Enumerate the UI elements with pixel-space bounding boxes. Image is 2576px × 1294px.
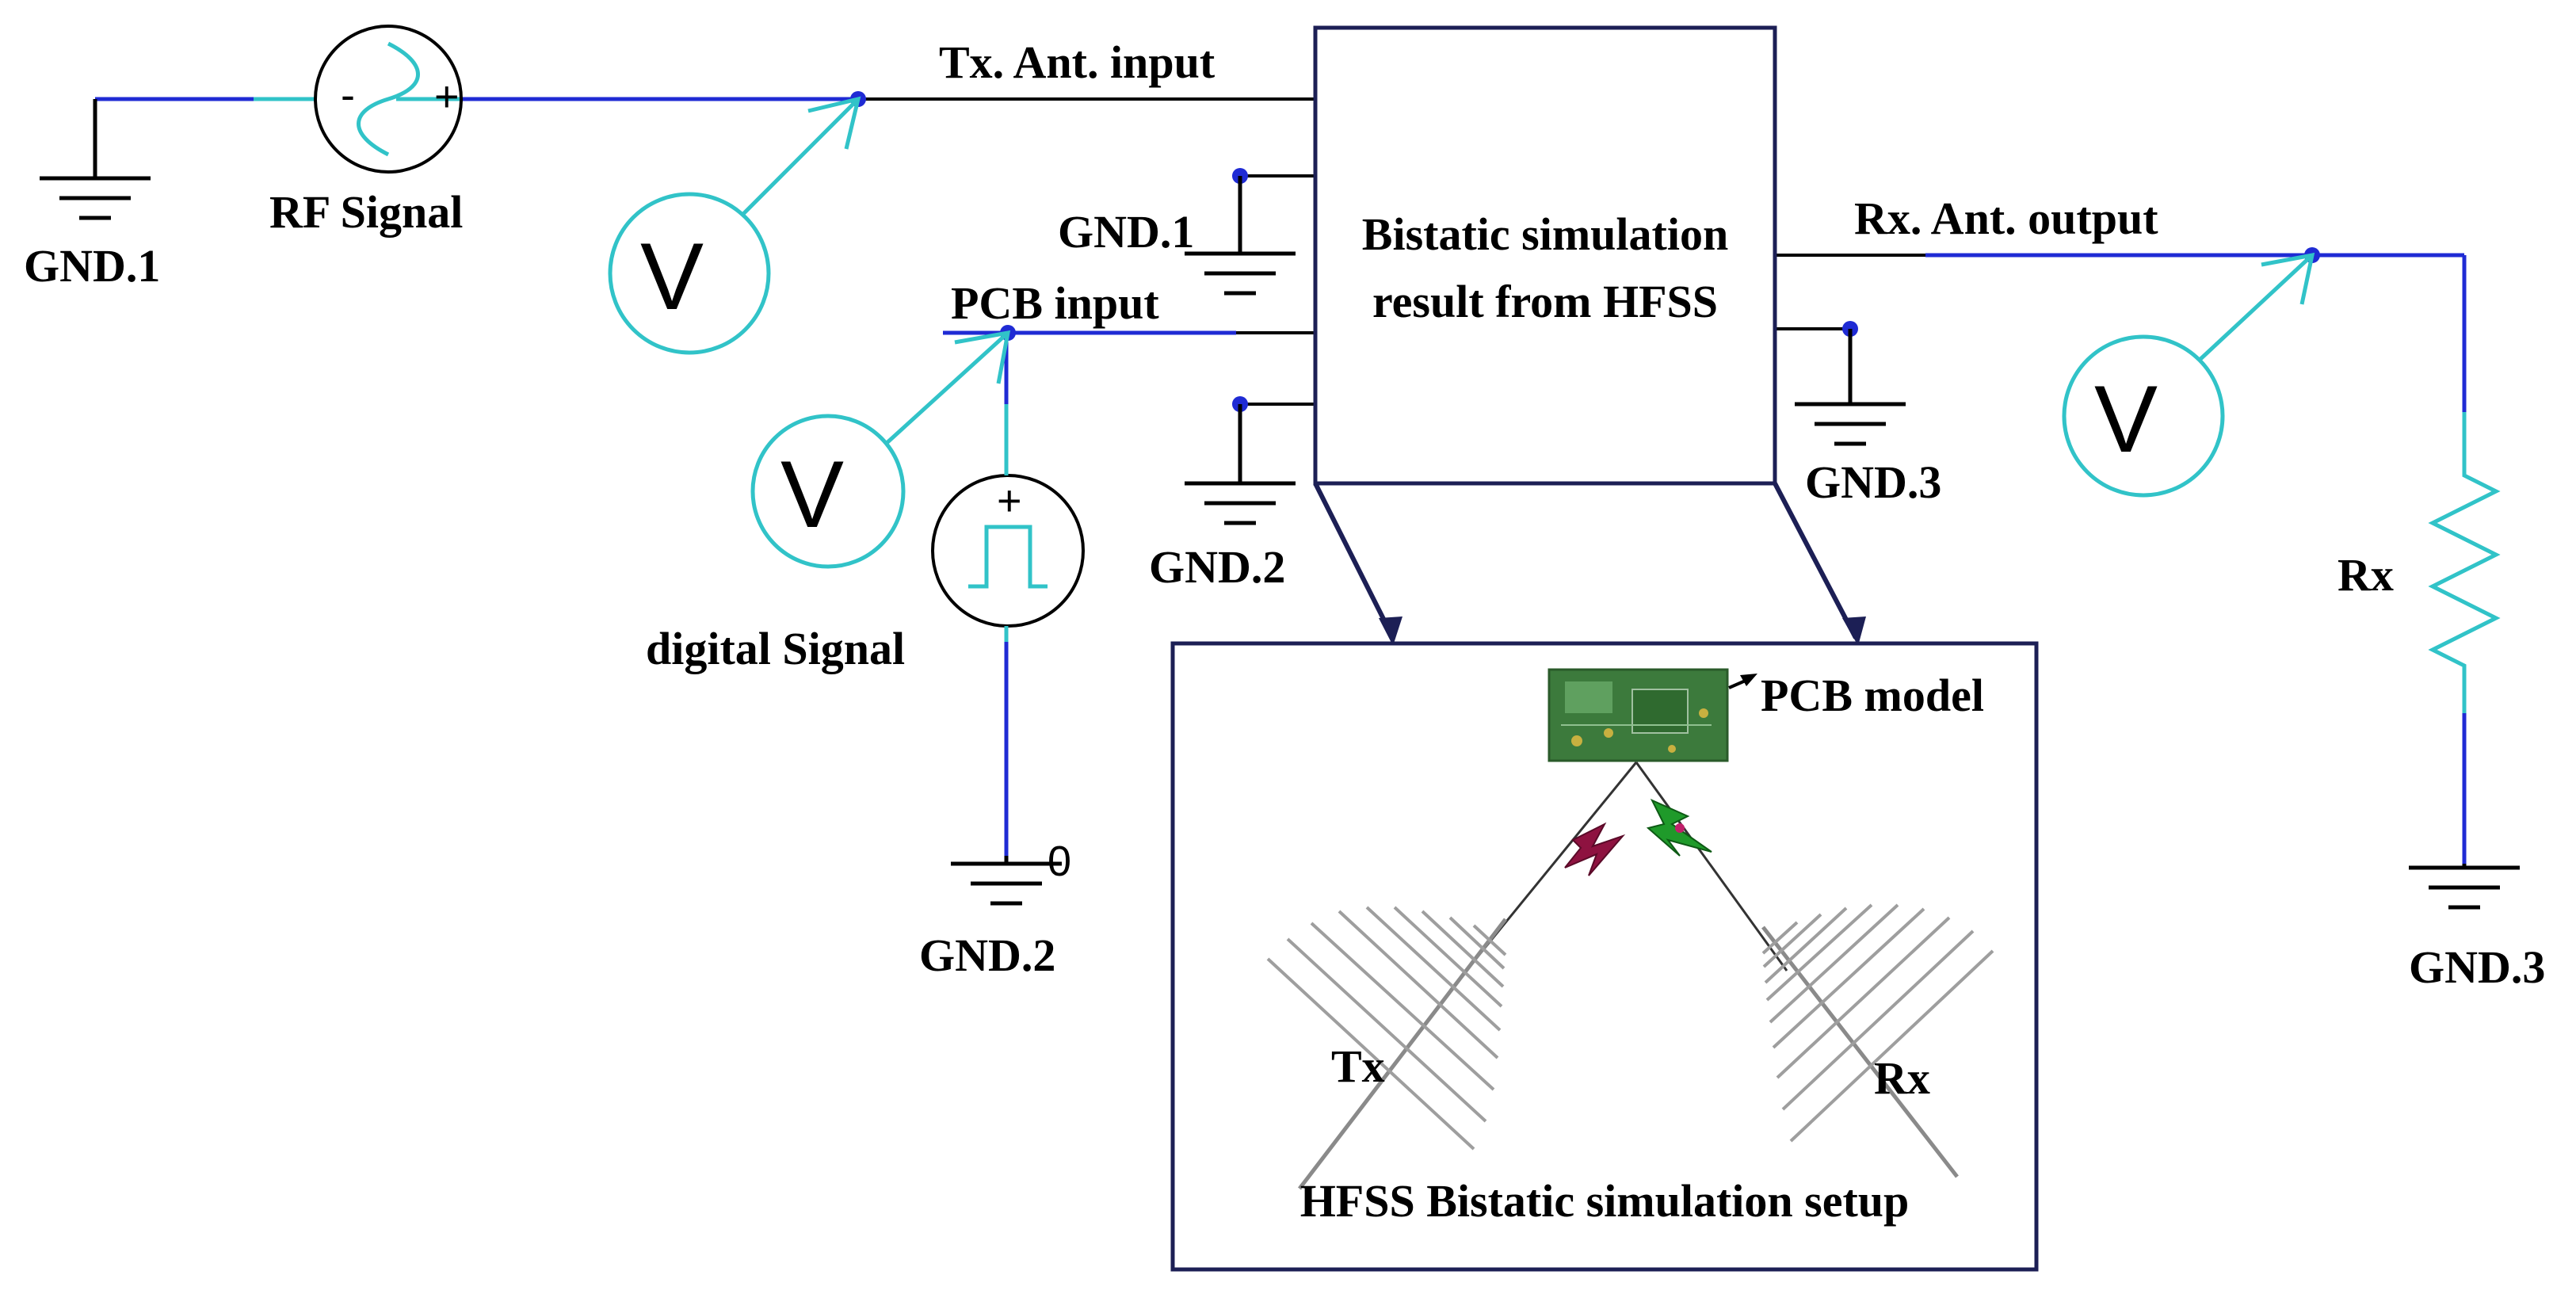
tx-ant-input-label: Tx. Ant. input	[939, 36, 1215, 88]
rx-antenna-label: Rx	[1874, 1052, 1930, 1104]
source-minus-sign: -	[341, 71, 355, 119]
zero-node-label: 0	[1048, 838, 1071, 885]
rx-ant-output-label: Rx. Ant. output	[1854, 193, 2158, 244]
rx-ray	[1635, 762, 1788, 971]
ground-icon	[951, 856, 1062, 906]
log-periodic-antenna-icon	[1266, 906, 1507, 1190]
pulse-plus-sign: +	[997, 477, 1022, 525]
tx-label: Tx	[1331, 1040, 1385, 1092]
bistatic-result-block: Bistatic simulation result from HFSS	[1313, 25, 1777, 486]
rx-resistor-label: Rx	[2337, 549, 2394, 601]
labels: Tx. Ant. input RF Signal GND.1 GND.1 PCB…	[24, 36, 2545, 993]
ground-icon	[2409, 864, 2520, 910]
pcb-input-label: PCB input	[951, 277, 1159, 329]
log-periodic-antenna-icon	[1761, 903, 1994, 1178]
resistor-icon	[2428, 412, 2501, 713]
gnd2-bottom-label: GND.2	[919, 929, 1055, 981]
voltmeter-probe-icon: V	[608, 96, 861, 355]
ground-icon	[40, 99, 151, 220]
gnd3-right-label: GND.3	[2409, 941, 2545, 993]
expansion-arrows	[1313, 482, 1866, 646]
voltmeter-probe-icon: V	[750, 330, 1011, 569]
tx-wave-marker	[1564, 822, 1626, 876]
ground-icon	[1795, 329, 1906, 446]
voltmeter-symbol: V	[640, 223, 704, 330]
pcb-board-icon	[1548, 668, 1729, 762]
rx-wave-marker	[1646, 798, 1712, 857]
digital-signal-label: digital Signal	[646, 623, 905, 674]
voltmeter-symbol: V	[780, 441, 844, 548]
setup-caption: HFSS Bistatic simulation setup	[1300, 1175, 1910, 1227]
block-title-line2: result from HFSS	[1372, 276, 1718, 327]
ground-icon	[1185, 404, 1296, 525]
gnd1-mid-label: GND.1	[1058, 206, 1194, 258]
source-plus-sign: +	[434, 73, 460, 120]
hfss-setup-box: PCB model Tx	[1170, 641, 2039, 1272]
pulse-source-icon: +	[931, 404, 1085, 642]
sine-source-icon: - +	[254, 25, 463, 174]
gnd2-mid-label: GND.2	[1149, 541, 1285, 593]
rf-signal-label: RF Signal	[269, 186, 463, 238]
voltmeter-symbol: V	[2094, 366, 2158, 472]
pcb-model-label: PCB model	[1761, 670, 1984, 721]
gnd1-left-label: GND.1	[24, 240, 160, 292]
voltmeter-probe-icon: V	[2062, 252, 2315, 498]
gnd3-mid-label: GND.3	[1805, 456, 1941, 508]
ground-icon	[1185, 176, 1296, 296]
block-title-line1: Bistatic simulation	[1362, 208, 1728, 260]
